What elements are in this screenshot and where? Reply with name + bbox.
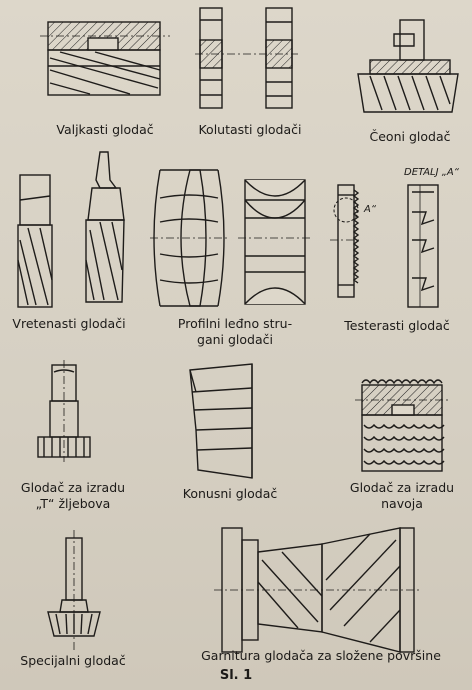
caption-garnitura: Garnitura glodača za složene površine [201, 648, 441, 663]
caption-ceoni: Čeoni glodač [369, 129, 451, 144]
disc-cutters-drawing [195, 7, 298, 109]
special-cutter-drawing [47, 530, 101, 650]
detail-label: DETALJ „A“ [404, 167, 459, 178]
cylindrical-cutter-drawing [40, 21, 170, 96]
caption-t-zlebovi-line1: Glodač za izradu [20, 480, 126, 495]
caption-navoji-line1: Glodač za izradu [349, 480, 455, 495]
conical-cutter-drawing [189, 363, 253, 479]
caption-valjkasti: Valjkasti glodač [56, 122, 154, 137]
caption-navoji-line2: navoja [381, 496, 423, 511]
caption-vretenasti: Vretenasti glodači [12, 316, 126, 331]
caption-profilni-line2: gani glodači [197, 332, 273, 347]
caption-profilni: Profilni leđno stru- gani glodači [160, 316, 310, 348]
thread-mill-drawing [355, 379, 449, 472]
gang-cutters-drawing [214, 527, 422, 653]
caption-t-zlebovi-line2: „T“ žljebova [35, 496, 111, 511]
figure-label: Sl. 1 [219, 668, 253, 683]
detail-marker: A“ [364, 204, 377, 215]
caption-specijalni: Specijalni glodač [20, 653, 126, 668]
caption-kolutasti: Kolutasti glodači [198, 122, 302, 137]
caption-konusni: Konusni glodač [182, 486, 278, 501]
caption-profilni-line1: Profilni leđno stru- [177, 316, 293, 331]
caption-t-zlebovi: Glodač za izradu „T“ žljebova [8, 480, 138, 512]
caption-navoji: Glodač za izradu navoja [340, 480, 464, 512]
end-mills-drawing [17, 151, 125, 308]
form-relieved-cutters-drawing [150, 169, 312, 307]
slitting-saw-drawing [330, 184, 439, 308]
t-slot-cutter-drawing [37, 360, 91, 462]
caption-testerasti: Testerasti glodač [344, 318, 450, 333]
face-cutter-drawing [357, 19, 459, 113]
